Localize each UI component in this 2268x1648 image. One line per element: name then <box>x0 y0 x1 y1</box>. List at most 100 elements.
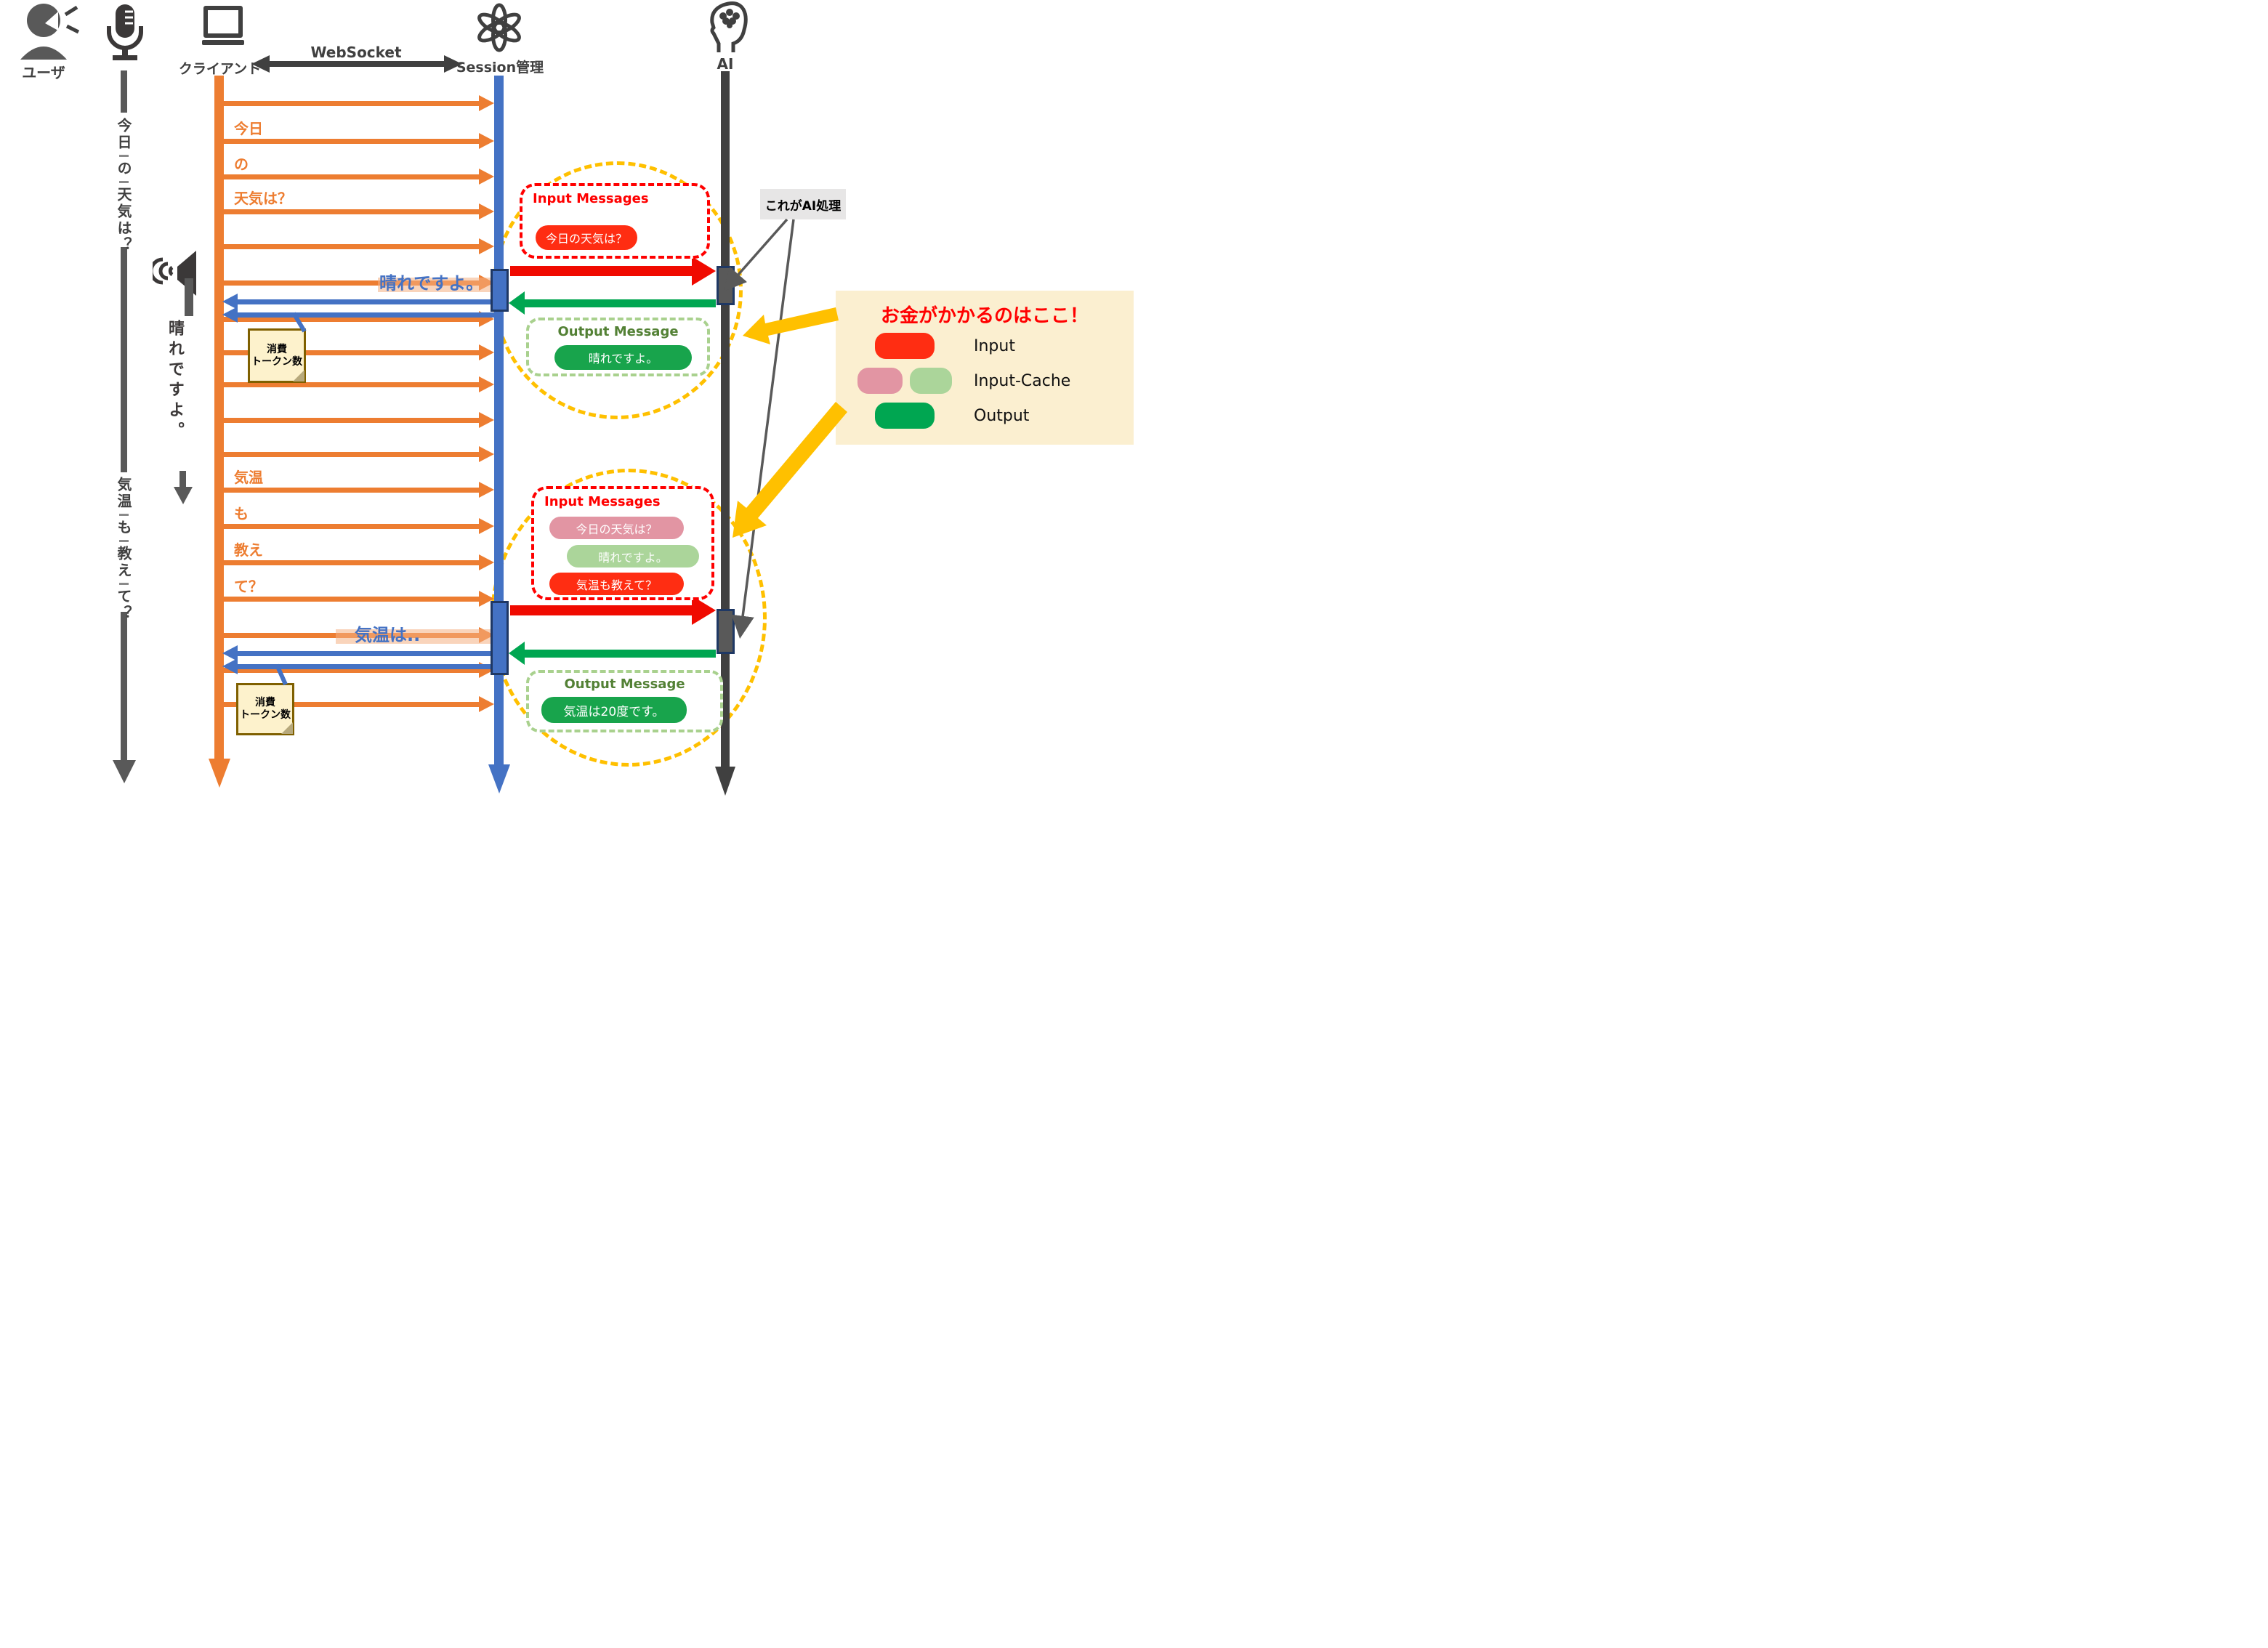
sequence-diagram-canvas: ユーザ クライアント WebSocket Session管理 <box>0 0 1134 824</box>
reply-2-highlight-band <box>336 629 494 644</box>
session-to-ai-request-arrow <box>510 257 716 286</box>
input-messages-box-1: Input Messages 今日の天気は？ <box>520 183 710 259</box>
client-to-session-arrow <box>224 412 494 428</box>
arrow-label: も <box>234 505 249 522</box>
client-to-session-arrow <box>224 376 494 392</box>
client-to-session-arrow <box>224 591 494 607</box>
note-text-line: トークン数 <box>240 709 291 721</box>
output-message-box-2: Output Message 気温は20度です。 <box>526 670 723 732</box>
speaker-icon <box>153 251 196 316</box>
client-to-session-arrow <box>224 95 494 111</box>
ai-lifeline-arrow-head-icon <box>715 767 735 796</box>
ai-label: AI <box>717 55 734 73</box>
input-pill: 今日の天気は？ <box>536 225 637 250</box>
output-message-title: Output Message <box>557 324 679 339</box>
input-swatch <box>875 333 935 359</box>
user-question-2-segment: 教え <box>115 546 132 579</box>
new-input-pill: 気温も教えて？ <box>549 573 684 595</box>
speaker-down-arrow-head-icon <box>174 487 193 504</box>
reply-1-highlight-band <box>378 278 494 292</box>
legend-label: Input-Cache <box>974 371 1071 390</box>
ai-processing-callout: これがAI処理 <box>760 189 846 219</box>
user-answer-1: 晴れですよ。 <box>166 320 184 442</box>
user-timeline-start <box>121 70 127 113</box>
output-pill: 晴れですよ。 <box>554 345 692 370</box>
output-message-title: Output Message <box>564 676 685 692</box>
session-to-client-arrow <box>222 658 494 674</box>
client-to-session-arrow <box>224 554 494 570</box>
legend-highlight-arrow-1 <box>743 307 839 344</box>
token-count-note-2: 消費 トークン数 <box>236 683 294 735</box>
microphone-icon <box>107 4 143 60</box>
arrow-label: 教え <box>234 541 263 559</box>
client-to-session-arrow <box>224 518 494 534</box>
cost-legend: お金がかかるのはここ！ Input Input-Cache Output <box>836 291 1134 445</box>
cache-green-swatch <box>910 368 952 394</box>
user-question-1: 今日 の 天気は？ <box>94 118 153 254</box>
output-swatch <box>875 403 935 429</box>
client-to-session-arrow <box>224 238 494 254</box>
output-pill: 気温は20度です。 <box>541 697 687 723</box>
input-messages-title: Input Messages <box>544 494 661 509</box>
input-messages-title: Input Messages <box>533 191 649 206</box>
timeline-tick <box>118 583 129 585</box>
arrow-label: て？ <box>234 578 263 595</box>
session-to-ai-request-arrow <box>510 596 716 625</box>
token-count-note-1: 消費 トークン数 <box>248 328 306 383</box>
timeline-tick <box>118 155 129 157</box>
ai-activation-2 <box>717 609 735 654</box>
legend-highlight-arrow-2 <box>733 402 847 538</box>
cached-input-pill: 今日の天気は？ <box>549 517 684 539</box>
user-question-1-segment: の <box>115 161 132 177</box>
timeline-tick <box>118 540 129 542</box>
session-label: Session管理 <box>456 60 544 76</box>
client-to-session-arrow <box>224 482 494 498</box>
ai-lifeline <box>721 71 730 767</box>
cached-output-pill: 晴れですよ。 <box>567 545 699 567</box>
ai-to-session-response-arrow <box>509 291 716 315</box>
session-lifeline-arrow-head-icon <box>488 764 510 793</box>
cache-pink-swatch <box>857 368 903 394</box>
user-question-1-segment: 天気は？ <box>115 187 132 254</box>
user-question-2-segment: も <box>115 520 132 536</box>
websocket-arrow-right-head-icon <box>444 55 462 73</box>
legend-row-input: Input <box>836 329 1134 363</box>
legend-label: Output <box>974 406 1030 425</box>
note-text-line: トークン数 <box>251 355 302 368</box>
arrow-label: の <box>234 155 249 173</box>
client-to-session-arrow <box>224 311 494 327</box>
user-question-1-segment: 今日 <box>115 118 132 151</box>
client-to-session-arrow <box>224 344 494 360</box>
user-question-2-segment: 気温 <box>115 477 132 510</box>
websocket-label: WebSocket <box>310 44 402 61</box>
ai-head-icon <box>710 1 748 52</box>
client-to-session-arrow <box>224 169 494 185</box>
ai-to-session-response-arrow <box>509 642 716 665</box>
note-text-line: 消費 <box>255 697 275 708</box>
laptop-icon <box>201 6 245 45</box>
client-to-session-arrow <box>224 203 494 219</box>
client-lifeline <box>214 76 224 759</box>
arrow-label: 天気は？ <box>234 190 292 207</box>
user-question-2: 気温 も 教え て？ <box>94 477 153 622</box>
user-icon <box>20 4 80 60</box>
legend-row-input-cache: Input-Cache <box>836 364 1134 397</box>
session-activation-2 <box>491 601 509 675</box>
timeline-tick <box>118 514 129 516</box>
session-to-client-arrow <box>222 307 494 323</box>
reply-2-text: 気温は.. <box>355 625 421 645</box>
user-timeline-arrow-head-icon <box>113 760 136 783</box>
user-question-2-segment: て？ <box>115 589 132 622</box>
client-to-session-arrow <box>224 446 494 462</box>
user-timeline-line <box>121 247 127 472</box>
user-timeline-arrow-shaft <box>121 612 127 760</box>
ai-activation-1 <box>717 266 735 305</box>
legend-title: お金がかかるのはここ！ <box>880 305 1089 327</box>
session-to-client-arrow <box>222 294 494 310</box>
arrow-label: 今日 <box>234 120 263 137</box>
legend-row-output: Output <box>836 399 1134 432</box>
input-messages-box-2: Input Messages 今日の天気は？ 晴れですよ。 気温も教えて？ <box>531 486 714 600</box>
client-to-session-arrow <box>224 696 494 712</box>
session-activation-1 <box>491 269 509 312</box>
client-lifeline-arrow-head-icon <box>209 759 230 788</box>
